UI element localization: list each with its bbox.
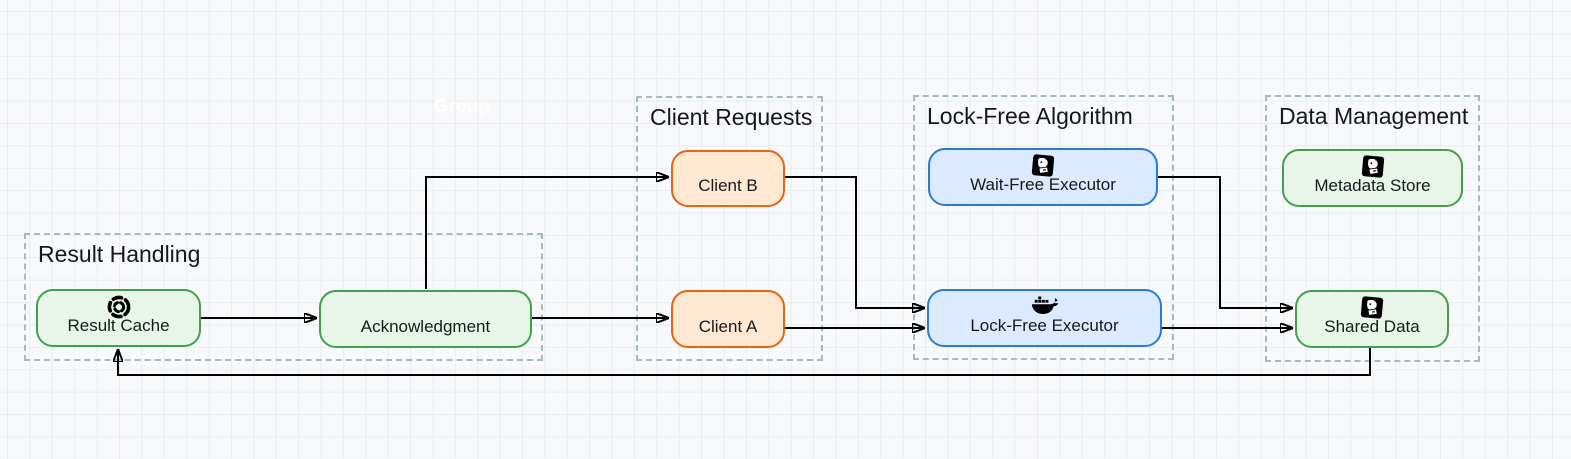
node-client-b[interactable]: Client B [671, 150, 785, 207]
node-metadata-store[interactable]: Metadata Store [1282, 149, 1463, 207]
node-lock-free-executor[interactable]: Lock-Free Executor [927, 289, 1162, 347]
datadog-icon [1360, 295, 1385, 321]
group-title: Data Management [1279, 103, 1469, 129]
node-acknowledgment[interactable]: Acknowledgment [319, 290, 532, 348]
docker-whale-icon [1030, 294, 1060, 317]
node-label: Acknowledgment [360, 317, 491, 336]
group-cluster-label: Group [434, 96, 491, 116]
node-label: Lock-Free Executor [970, 316, 1119, 335]
group-title: Client Requests [650, 104, 813, 130]
node-label: Client A [698, 317, 758, 336]
datadog-icon [1360, 154, 1385, 180]
node-label: Client B [698, 176, 758, 195]
node-result-cache[interactable]: Result Cache [36, 289, 201, 347]
node-label: Result Cache [67, 316, 170, 335]
group-title: Result Handling [38, 241, 201, 267]
node-label: Metadata Store [1314, 176, 1431, 195]
datadog-icon [1031, 153, 1056, 179]
node-wait-free-executor[interactable]: Wait-Free Executor [928, 148, 1158, 206]
node-label: Shared Data [1324, 317, 1420, 336]
sync-cache-icon [106, 294, 132, 320]
node-label: Wait-Free Executor [970, 175, 1116, 194]
group-data-management[interactable]: Data Management [1265, 95, 1480, 362]
group-title: Lock-Free Algorithm [927, 103, 1133, 129]
node-client-a[interactable]: Client A [671, 290, 785, 348]
node-shared-data[interactable]: Shared Data [1295, 290, 1449, 348]
